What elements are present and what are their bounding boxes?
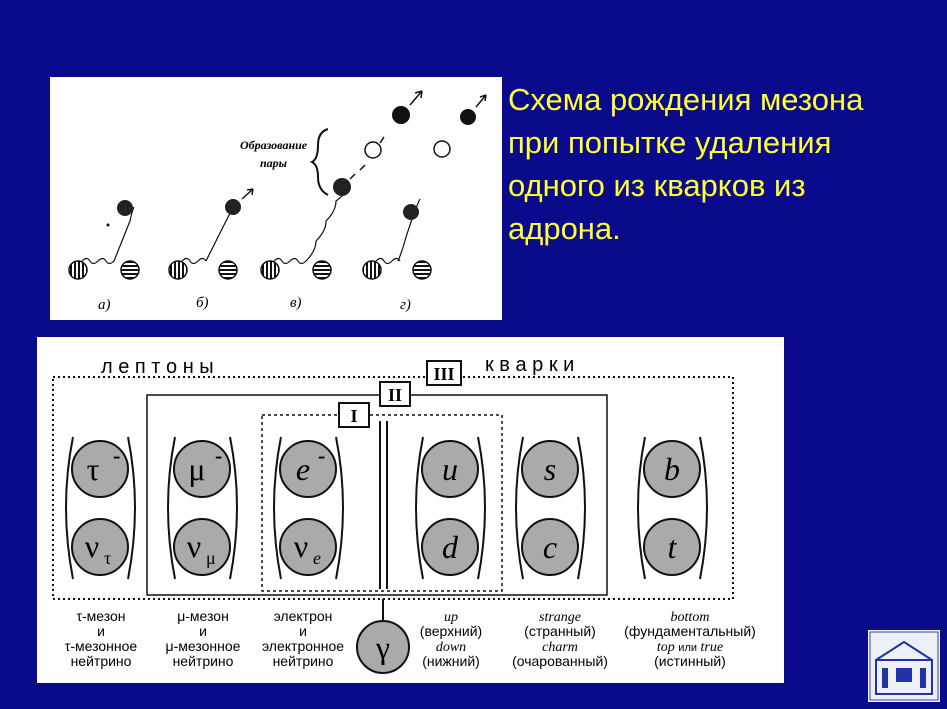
d-symbol: d — [442, 529, 459, 565]
s-symbol: s — [544, 451, 556, 487]
sc-caption-2: (странный) — [524, 623, 596, 639]
mu-pair: μ - ν μ — [168, 437, 237, 579]
university-logo-icon — [868, 630, 940, 702]
pair-brace — [312, 129, 328, 195]
title-line-3: одного из кварков из — [508, 164, 938, 207]
bt-pair: b t — [638, 437, 707, 579]
nu-e-sub: e — [313, 548, 321, 568]
sc-pair: s c — [516, 437, 585, 579]
nu-mu-particle — [174, 519, 230, 575]
tau-symbol: τ — [87, 451, 100, 487]
nu-tau-particle — [72, 519, 128, 575]
pair-creation-figure: Образование пары — [50, 77, 502, 320]
e-symbol: e — [296, 451, 310, 487]
b-symbol: b — [664, 451, 680, 487]
ud-caption-4: (нижний) — [422, 653, 480, 669]
slide-title: Схема рождения мезона при попытке удален… — [508, 78, 938, 250]
particle-scheme-svg: л е п т о н ы к в а р к и III II I τ - ν… — [37, 337, 784, 683]
mu-caption-3: μ-мезонное — [166, 638, 241, 654]
nu-e-symbol: ν — [294, 528, 308, 564]
nu-tau-sub: τ — [104, 548, 111, 568]
title-line-4: адрона. — [508, 207, 938, 250]
c-symbol: c — [543, 529, 557, 565]
title-line-1: Схема рождения мезона — [508, 78, 938, 121]
group-II-label: II — [388, 385, 402, 405]
title-line-2: при попытке удаления — [508, 121, 938, 164]
leptons-label: л е п т о н ы — [101, 356, 214, 378]
sc-caption-4: (очарованный) — [512, 653, 608, 669]
captions: τ-мезон и τ-мезонное нейтрино μ-мезон и … — [65, 608, 756, 669]
u-symbol: u — [442, 451, 458, 487]
e-caption-4: нейтрино — [273, 653, 334, 669]
ud-pair: u d — [416, 437, 485, 579]
e-sup: - — [318, 443, 325, 468]
bt-caption-ist: (истинный) — [654, 653, 726, 669]
mu-sup: - — [215, 443, 222, 468]
e-caption-3: электронное — [262, 638, 344, 654]
bt-caption-fund: (фундаментальный) — [624, 623, 756, 639]
mu-caption-1: μ-мезон — [177, 608, 229, 624]
tau-caption-1: τ-мезон — [76, 608, 125, 624]
tau-pair: τ - ν τ — [66, 437, 135, 579]
logo-svg — [868, 630, 940, 702]
panel-a — [69, 200, 139, 279]
nu-tau-symbol: ν — [85, 528, 99, 564]
pair-creation-svg: Образование пары — [50, 77, 502, 320]
panel-d — [363, 95, 486, 279]
mu-caption-4: нейтрино — [173, 653, 234, 669]
mu-symbol: μ — [188, 451, 205, 487]
quarks-label: к в а р к и — [485, 354, 574, 376]
mu-caption-2: и — [199, 623, 207, 639]
tau-caption-3: τ-мезонное — [65, 638, 138, 654]
tau-caption-4: нейтрино — [71, 653, 132, 669]
nu-mu-symbol: ν — [187, 528, 201, 564]
group-I-label: I — [350, 406, 357, 426]
panel-b — [169, 189, 253, 279]
gamma-symbol: γ — [375, 629, 390, 665]
e-pair: e - ν e — [274, 437, 343, 579]
panel-label-b: б) — [196, 295, 209, 311]
group-III-label: III — [433, 364, 454, 384]
pair-label-1: Образование — [240, 138, 308, 152]
particle-scheme: л е п т о н ы к в а р к и III II I τ - ν… — [37, 337, 784, 683]
pair-label-2: пары — [260, 156, 287, 170]
tau-caption-2: и — [97, 623, 105, 639]
ud-caption-2: (верхний) — [420, 623, 482, 639]
panel-c — [261, 91, 422, 279]
nu-mu-sub: μ — [206, 548, 216, 568]
panel-label-d: г) — [400, 297, 411, 313]
tau-sup: - — [113, 443, 120, 468]
panel-label-c: в) — [290, 295, 302, 311]
e-caption-1: электрон — [274, 608, 333, 624]
panel-label-a: а) — [98, 297, 111, 313]
group-III-frame — [53, 377, 733, 599]
t-symbol: t — [668, 529, 678, 565]
e-caption-2: и — [299, 623, 307, 639]
